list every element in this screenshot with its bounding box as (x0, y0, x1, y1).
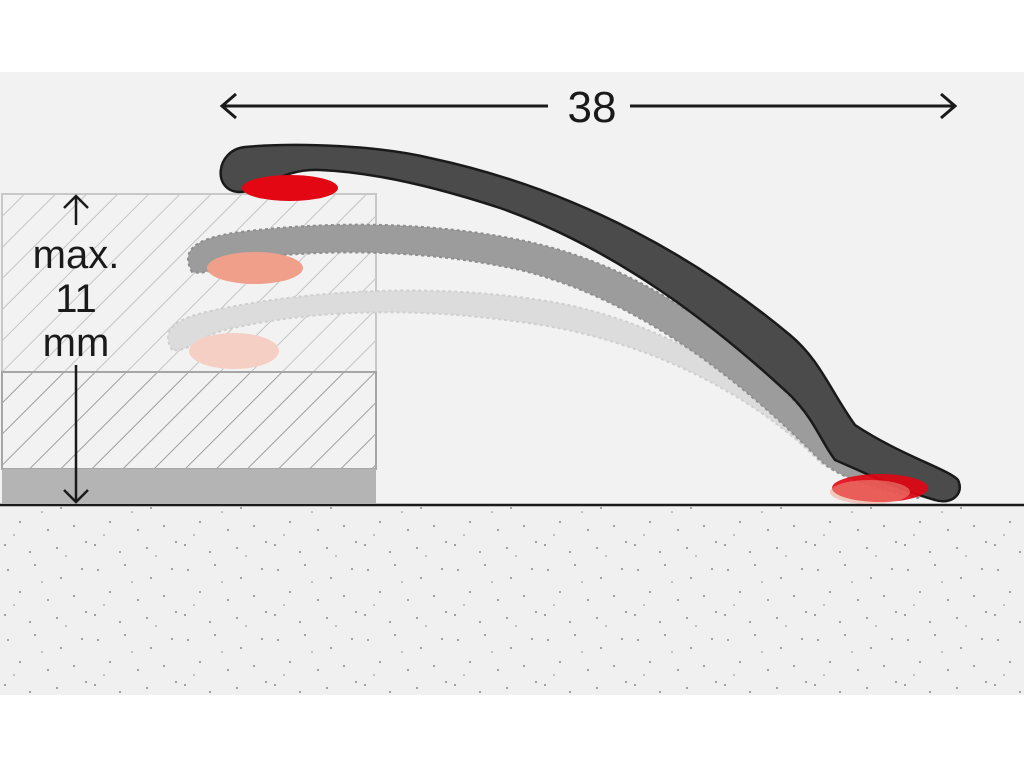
height-label-line2: 11 (55, 277, 97, 321)
width-label: 38 (568, 83, 617, 132)
adhesive-strip-bottom-shadow (830, 480, 910, 504)
arrow-right-head (940, 92, 958, 120)
width-dimension: 38 (219, 83, 958, 132)
left-floor-covering (1, 193, 377, 504)
profile-high-position (219, 143, 961, 504)
height-label-line3: mm (43, 321, 110, 365)
arrow-left-head (219, 92, 237, 120)
profile-mid-position (187, 223, 920, 500)
arrow-up-head (63, 194, 89, 209)
height-label-line1: max. (33, 233, 120, 277)
lower-covering-layer (1, 371, 377, 470)
adhesive-strip-mid (207, 252, 303, 284)
floor-substrate (0, 505, 1024, 695)
base-layer (2, 469, 376, 504)
adhesive-strip-top (242, 175, 338, 201)
profile-low-position (167, 289, 924, 500)
adhesive-strip-low (189, 333, 279, 369)
height-dimension: max. 11 mm (33, 194, 120, 504)
arrow-down-head (63, 489, 89, 504)
